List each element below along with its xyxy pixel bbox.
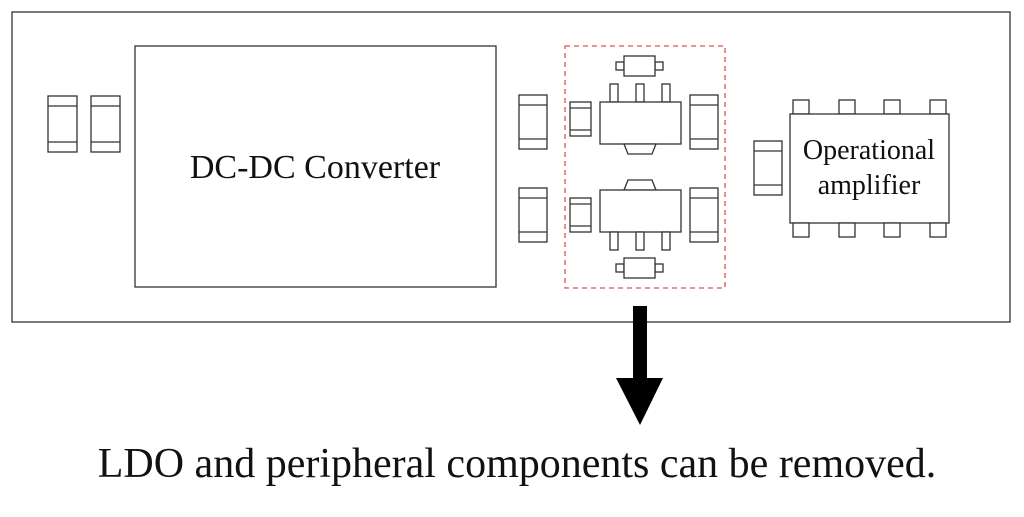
capacitor-left-2 — [90, 95, 121, 153]
operational-amplifier-chip: Operational amplifier — [789, 99, 950, 238]
capacitor-ldo-upper-right — [689, 94, 719, 150]
diagram-caption: LDO and peripheral components can be rem… — [98, 441, 937, 487]
capacitor-ldo-lower-left — [569, 197, 592, 233]
pcb-board-outline — [11, 11, 1011, 323]
dc-dc-converter-block: DC-DC Converter — [134, 45, 497, 288]
ldo-chip-lower — [599, 179, 682, 251]
down-arrow-icon — [616, 306, 663, 425]
dc-dc-converter-label: DC-DC Converter — [190, 149, 441, 186]
capacitor-left-1 — [47, 95, 78, 153]
capacitor-ldo-upper-left — [569, 101, 592, 137]
opamp-label-line1: Operational — [803, 135, 935, 166]
capacitor-opamp-left — [753, 140, 783, 196]
resistor-bottom — [615, 257, 664, 279]
capacitor-mid-bottom — [518, 187, 548, 243]
ldo-highlight-box — [564, 45, 726, 289]
resistor-top — [615, 55, 664, 77]
capacitor-ldo-lower-right — [689, 187, 719, 243]
capacitor-mid-top — [518, 94, 548, 150]
opamp-label-line2: amplifier — [818, 170, 921, 201]
ldo-chip-upper — [599, 83, 682, 155]
